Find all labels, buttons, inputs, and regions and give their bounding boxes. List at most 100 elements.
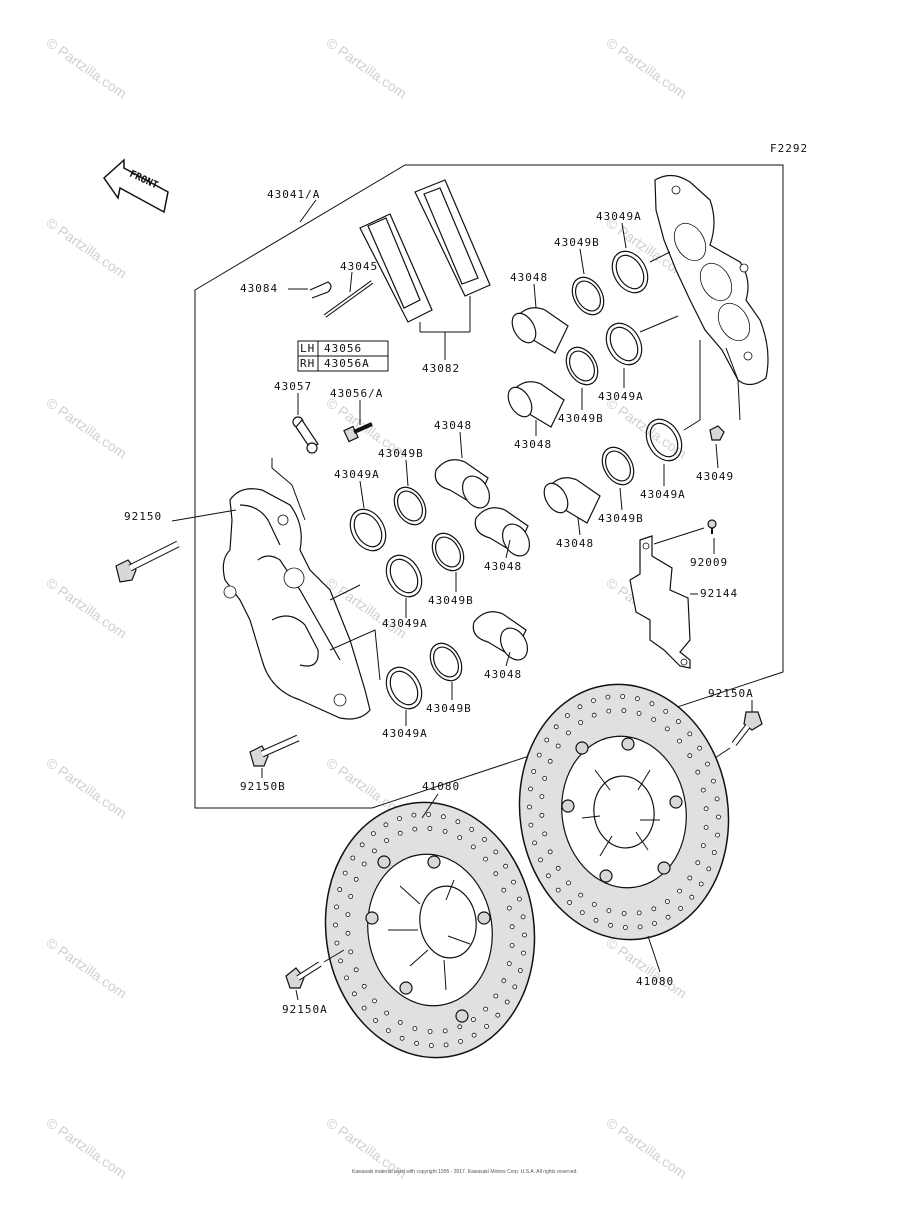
copyright-notice: Kawasaki material used with copyright 19… (352, 1169, 578, 1175)
bolt-92150B (249, 734, 300, 767)
disc-vent-hole (372, 998, 377, 1004)
disc-vent-hole (457, 1024, 463, 1030)
label-43049B: 43049B (378, 447, 424, 460)
disc-vent-hole (397, 816, 402, 821)
disc-vent-hole (443, 1042, 449, 1048)
pad-spring (629, 535, 691, 669)
brake-pad-pair (359, 179, 491, 323)
disc-vent-hole (578, 720, 583, 725)
disc-vent-hole (651, 906, 657, 912)
disc-vent-hole (605, 694, 611, 700)
side-table: LH 43056 RH 43056A (297, 340, 389, 372)
disc-vent-hole (593, 917, 599, 923)
disc-vent-hole (652, 921, 657, 926)
bolt-92150A (731, 711, 763, 746)
disc-vent-hole (384, 1010, 390, 1016)
disc-vent-hole (426, 812, 432, 817)
disc-vent-hole (442, 829, 448, 834)
disc-vent-hole (621, 911, 627, 916)
disc-vent-hole (399, 1035, 405, 1041)
disc-vent-hole (504, 999, 510, 1005)
watermark: © Partzilla.com (603, 1114, 689, 1181)
disc-vent-hole (689, 894, 695, 900)
disc-vent-hole (345, 912, 351, 917)
disc-vent-hole (384, 838, 390, 843)
label-43048: 43048 (556, 537, 594, 550)
disc-vent-hole (547, 849, 553, 855)
bolt-92150A (285, 961, 322, 989)
label-92150A: 92150A (282, 1003, 328, 1016)
disc-vent-hole (521, 950, 526, 956)
label-43049A: 43049A (640, 488, 686, 501)
disc-vent-hole (458, 1039, 463, 1044)
disc-vent-hole (442, 1028, 448, 1034)
disc-vent-hole (555, 865, 561, 871)
disc-vent-hole (517, 968, 523, 973)
disc-vent-hole (337, 887, 343, 892)
disc-vent-hole (649, 701, 655, 707)
disc-vent-hole (520, 914, 526, 920)
disc-vent-hole (493, 993, 499, 999)
disc-vent-hole (687, 753, 693, 759)
disc-vent-hole (703, 806, 709, 812)
disc-vent-hole (361, 983, 367, 989)
watermark: © Partzilla.com (43, 214, 129, 281)
label-43048: 43048 (484, 560, 522, 573)
disc-vent-hole (687, 731, 693, 737)
disc-vent-hole (427, 1029, 433, 1034)
label-43049A: 43049A (382, 617, 428, 630)
disc-vent-hole (677, 738, 682, 744)
table-lh-label: LH (300, 342, 315, 355)
bleed-cap-bracket (292, 416, 319, 454)
label-43048: 43048 (434, 419, 472, 432)
disc-vent-hole (383, 822, 389, 828)
disc-vent-hole (344, 975, 349, 981)
label-43049B: 43049B (426, 702, 472, 715)
disc-vent-hole (531, 769, 537, 774)
disc-vent-hole (506, 961, 512, 966)
disc-vent-hole (687, 875, 693, 881)
disc-vent-hole (506, 905, 512, 911)
disc-vent-hole (457, 835, 463, 840)
disc-vent-hole (536, 752, 542, 758)
label-43049A: 43049A (596, 210, 642, 223)
left-caliper-body (222, 488, 371, 720)
disc-vent-hole (555, 887, 561, 893)
disc-vent-hole (509, 924, 515, 930)
disc-vent-hole (483, 856, 488, 862)
disc-vent-hole (397, 1020, 403, 1025)
disc-vent-hole (665, 914, 671, 920)
brake-disc-right (518, 683, 730, 941)
disc-vent-hole (397, 830, 403, 836)
watermark: © Partzilla.com (43, 934, 129, 1001)
screw-92009 (707, 519, 717, 534)
retaining-clip (309, 281, 332, 299)
disc-vent-hole (567, 900, 572, 905)
disc-vent-hole (412, 826, 418, 832)
watermark: © Partzilla.com (603, 34, 689, 101)
disc-vent-hole (511, 879, 516, 885)
disc-vent-hole (338, 958, 344, 964)
disc-vent-hole (695, 769, 701, 775)
disc-vent-hole (501, 978, 507, 984)
label-43049B: 43049B (554, 236, 600, 249)
watermark: © Partzilla.com (43, 394, 129, 461)
disc-vent-hole (620, 694, 625, 699)
disc-vent-hole (517, 896, 522, 902)
disc-vent-hole (440, 814, 446, 820)
disc-vent-hole (608, 922, 613, 928)
disc-vent-hole (470, 1017, 476, 1022)
disc-vent-hole (353, 876, 359, 882)
disc-vent-hole (493, 849, 499, 855)
watermark: © Partzilla.com (323, 34, 409, 101)
label-43084: 43084 (240, 282, 278, 295)
disc-vent-hole (385, 1028, 391, 1033)
disc-vent-hole (546, 873, 551, 879)
disc-vent-hole (455, 819, 461, 825)
disc-vent-hole (555, 743, 561, 749)
disc-vent-hole (705, 761, 710, 767)
disc-vent-hole (359, 842, 365, 848)
disc-vent-hole (636, 910, 642, 916)
disc-vent-hole (345, 930, 351, 936)
